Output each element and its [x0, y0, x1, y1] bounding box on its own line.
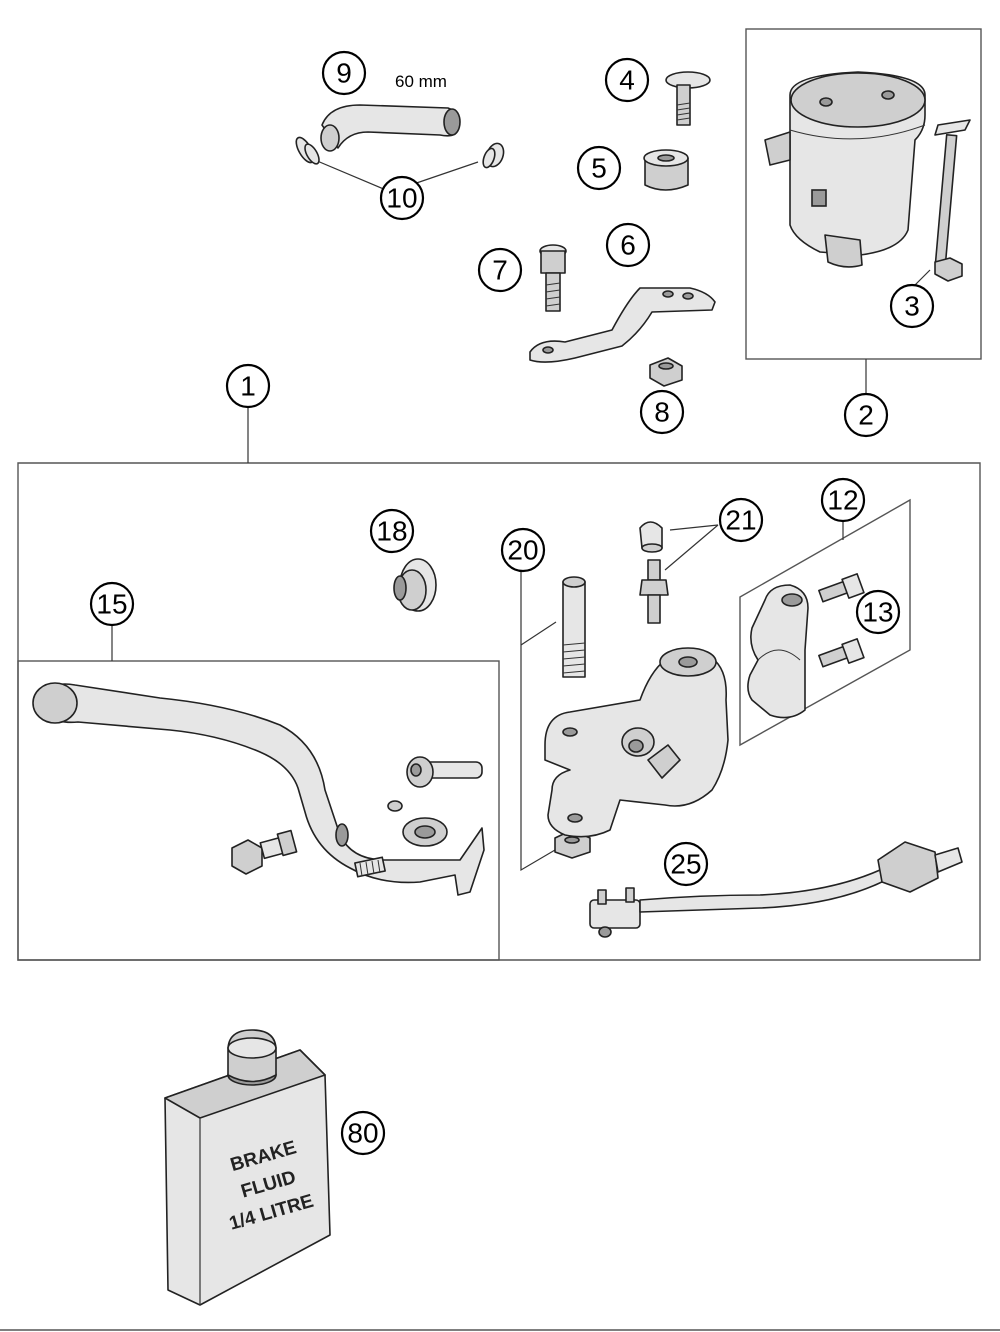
callout-10: 10: [379, 175, 425, 221]
hand-brake-lever: [32, 682, 485, 896]
brake-hose-60mm: [320, 104, 461, 152]
rubber-plug: [393, 558, 437, 612]
svg-text:4: 4: [619, 65, 635, 96]
callout-9: 9: [321, 50, 367, 96]
hand-lever-group-frame: [17, 660, 500, 961]
callout-2: 2: [843, 392, 889, 438]
callout-20: 20: [500, 527, 546, 573]
threaded-stud: [562, 576, 586, 678]
callout-15: 15: [89, 581, 135, 627]
callout-5: 5: [576, 145, 622, 191]
svg-text:9: 9: [336, 58, 352, 89]
hose-clips: [295, 136, 505, 169]
bleeder-valve: [639, 521, 669, 624]
svg-text:3: 3: [904, 291, 920, 322]
svg-text:7: 7: [492, 255, 508, 286]
bracket-bolt: [539, 244, 567, 312]
clamp-bolts: [818, 573, 865, 668]
svg-text:6: 6: [620, 230, 636, 261]
brake-fluid-can: [164, 1029, 331, 1306]
reservoir-cap-screw: [665, 71, 711, 126]
handlebar-clamp: [747, 584, 809, 719]
callout-8: 8: [639, 389, 685, 435]
brake-light-switch: [589, 841, 963, 938]
callout-6: 6: [605, 222, 651, 268]
rubber-grommet: [643, 149, 689, 191]
reservoir-group-frame: [745, 28, 982, 360]
svg-text:15: 15: [96, 589, 127, 620]
svg-text:5: 5: [591, 153, 607, 184]
svg-text:25: 25: [670, 849, 701, 880]
clamp-group-frame: [739, 498, 911, 747]
callout-21: 21: [718, 497, 764, 543]
svg-text:10: 10: [386, 183, 417, 214]
reservoir-strap: [934, 119, 971, 282]
svg-text:21: 21: [725, 505, 756, 536]
callout-25: 25: [663, 841, 709, 887]
svg-text:12: 12: [827, 485, 858, 516]
svg-text:18: 18: [376, 516, 407, 547]
callout-1: 1: [225, 363, 271, 409]
lever-pivot-bolt: [231, 829, 298, 875]
svg-text:20: 20: [507, 535, 538, 566]
svg-text:1: 1: [240, 371, 256, 402]
callout-7: 7: [477, 247, 523, 293]
master-cylinder-body: [544, 647, 729, 838]
hose-length-label: 60 mm: [395, 72, 447, 91]
lever-spring: [354, 856, 386, 878]
callout-13: 13: [855, 589, 901, 635]
leader-lines: [111, 154, 931, 872]
svg-text:8: 8: [654, 397, 670, 428]
hex-nut-bracket: [649, 357, 683, 387]
callout-4: 4: [604, 57, 650, 103]
brake-fluid-reservoir: [764, 71, 926, 268]
callout-3: 3: [889, 283, 935, 329]
lever-adjuster-pin: [406, 756, 483, 788]
svg-text:2: 2: [858, 400, 874, 431]
callout-18: 18: [369, 508, 415, 554]
svg-text:80: 80: [347, 1118, 378, 1149]
svg-text:13: 13: [862, 597, 893, 628]
reservoir-bracket: [529, 287, 716, 363]
callout-12: 12: [820, 477, 866, 523]
callout-80: 80: [340, 1110, 386, 1156]
